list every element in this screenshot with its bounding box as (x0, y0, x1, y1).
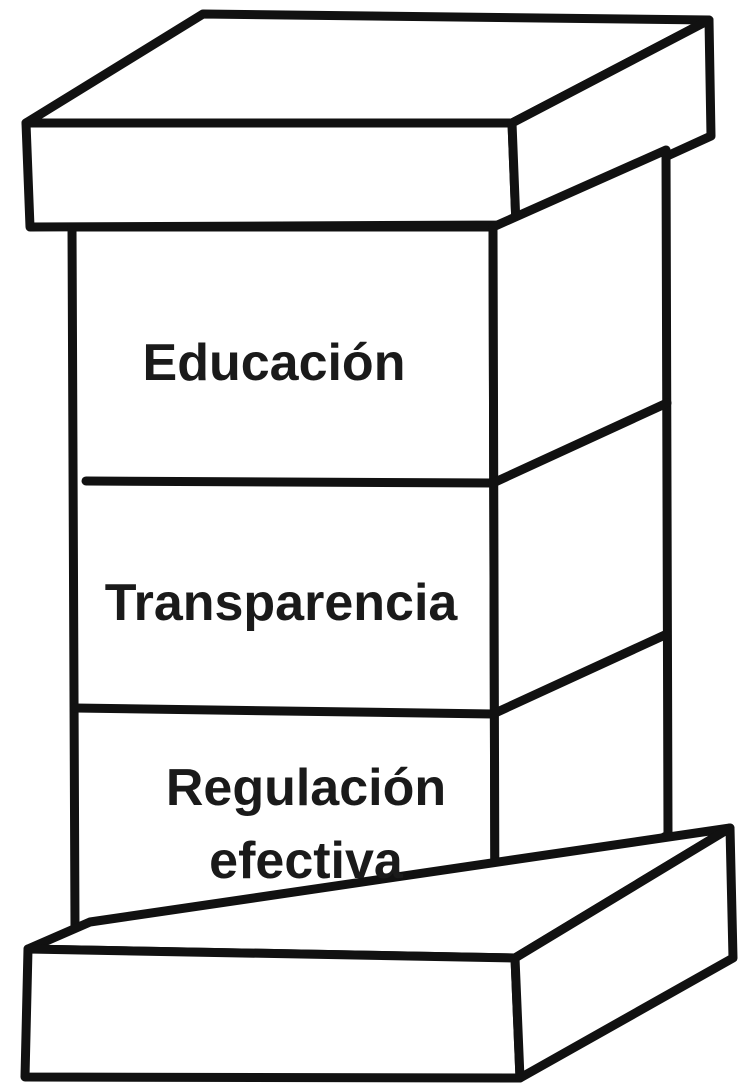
column-side-face (488, 145, 673, 933)
layer-label-educacion: Educación (143, 334, 406, 392)
divider-top-side (488, 398, 672, 488)
divider-bottom-side (488, 629, 672, 719)
base-side-face (510, 823, 738, 1083)
layer-label-transparencia: Transparencia (105, 574, 459, 632)
layer-label-efectiva: efectiva (209, 832, 404, 890)
divider-top-front (81, 476, 498, 488)
pillar-drawing (20, 9, 738, 1083)
capital-side-face (507, 15, 716, 230)
capital-front-face (21, 118, 521, 232)
base-front-face (20, 944, 525, 1083)
layer-labels: Educación Transparencia Regulación efect… (105, 334, 459, 890)
layer-label-regulacion: Regulación (166, 759, 446, 817)
divider-bottom-front (70, 703, 498, 719)
